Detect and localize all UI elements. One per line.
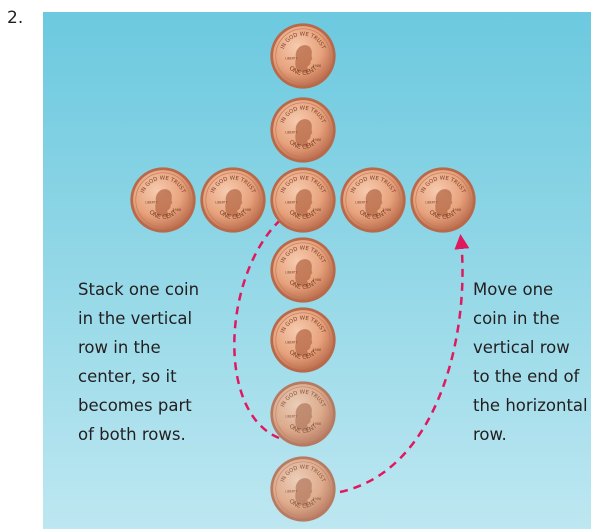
svg-text:LIBERTY: LIBERTY <box>285 200 297 204</box>
penny-coin-center: IN GOD WE TRUST ONE CENT LIBERTY 1986 <box>269 166 337 234</box>
penny-coin-bottom-1: IN GOD WE TRUST ONE CENT LIBERTY 1986 <box>269 236 337 304</box>
penny-coin-right-2: IN GOD WE TRUST ONE CENT LIBERTY 1986 <box>409 166 477 234</box>
svg-text:LIBERTY: LIBERTY <box>425 200 437 204</box>
penny-coin-bottom-4-moving: IN GOD WE TRUST ONE CENT LIBERTY 1986 <box>269 455 337 523</box>
svg-text:LIBERTY: LIBERTY <box>215 200 227 204</box>
svg-text:1986: 1986 <box>243 208 252 212</box>
svg-text:1986: 1986 <box>313 208 322 212</box>
penny-coin-right-1: IN GOD WE TRUST ONE CENT LIBERTY 1986 <box>339 166 407 234</box>
svg-text:LIBERTY: LIBERTY <box>355 200 367 204</box>
svg-text:LIBERTY: LIBERTY <box>285 130 297 134</box>
svg-text:LIBERTY: LIBERTY <box>145 200 157 204</box>
svg-text:1986: 1986 <box>313 422 322 426</box>
caption-stack-instruction: Stack one coin in the vertical row in th… <box>78 275 268 449</box>
svg-text:1986: 1986 <box>453 208 462 212</box>
svg-text:1986: 1986 <box>383 208 392 212</box>
svg-text:1986: 1986 <box>173 208 182 212</box>
penny-coin-left-2: IN GOD WE TRUST ONE CENT LIBERTY 1986 <box>199 166 267 234</box>
svg-text:1986: 1986 <box>313 497 322 501</box>
svg-text:1986: 1986 <box>313 64 322 68</box>
svg-text:LIBERTY: LIBERTY <box>285 56 297 60</box>
penny-coin-bottom-2: IN GOD WE TRUST ONE CENT LIBERTY 1986 <box>269 306 337 374</box>
svg-text:LIBERTY: LIBERTY <box>285 414 297 418</box>
caption-move-instruction: Move one coin in the vertical row to the… <box>473 275 591 449</box>
svg-text:1986: 1986 <box>313 278 322 282</box>
step-number: 2. <box>7 8 23 28</box>
penny-coin-top-1: IN GOD WE TRUST ONE CENT LIBERTY 1986 <box>269 22 337 90</box>
penny-coin-left-1: IN GOD WE TRUST ONE CENT LIBERTY 1986 <box>129 166 197 234</box>
svg-text:LIBERTY: LIBERTY <box>285 489 297 493</box>
svg-text:1986: 1986 <box>313 348 322 352</box>
penny-coin-top-2: IN GOD WE TRUST ONE CENT LIBERTY 1986 <box>269 96 337 164</box>
penny-coin-bottom-3-moving: IN GOD WE TRUST ONE CENT LIBERTY 1986 <box>269 380 337 448</box>
svg-text:LIBERTY: LIBERTY <box>285 340 297 344</box>
svg-text:1986: 1986 <box>313 138 322 142</box>
svg-text:LIBERTY: LIBERTY <box>285 270 297 274</box>
